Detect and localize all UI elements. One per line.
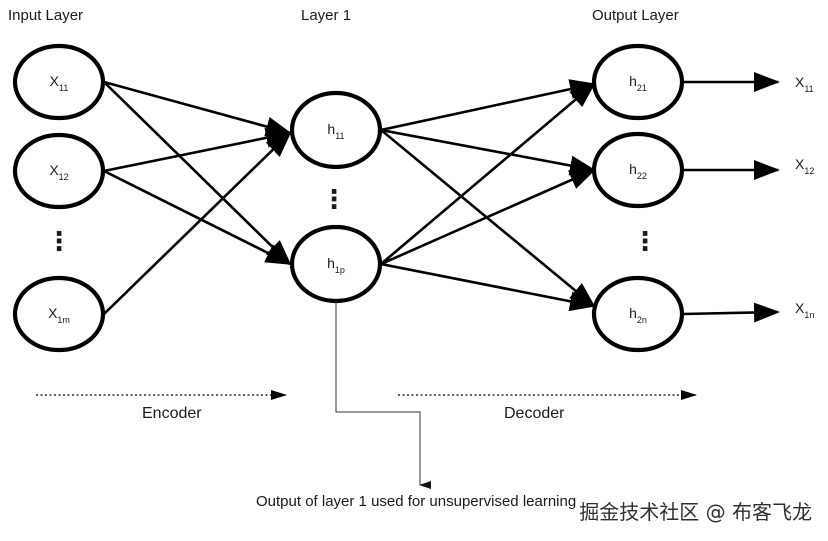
input-ellipsis: ⋮ [46, 226, 72, 256]
label-sub: 1n [804, 310, 814, 320]
input-node-x12: X12 [12, 132, 106, 210]
node-sub: 1p [335, 265, 345, 275]
node-sub: 11 [335, 131, 344, 141]
edge-x1m-h11 [103, 131, 292, 315]
output-label-x12: X12 [795, 156, 814, 176]
node-main: h [327, 121, 335, 137]
input-node-x1m: X1m [12, 275, 106, 353]
edge-x11-h1p [103, 81, 292, 266]
encoder-label: Encoder [142, 405, 202, 422]
svg-text:h2n: h2n [629, 305, 647, 325]
node-main: h [629, 305, 637, 321]
node-main: h [327, 255, 335, 271]
node-main: h [629, 161, 637, 177]
edge-h1p-h2n [380, 262, 596, 312]
edge-h2n-out [682, 302, 780, 323]
edge-h1p-h21 [380, 82, 596, 265]
output-layer-title: Output Layer [592, 7, 679, 24]
edge-x12-h11 [103, 128, 292, 173]
hidden-node-h1p: h1p [289, 224, 383, 304]
output-node-h21: h21 [591, 43, 685, 121]
label-main: X [795, 74, 805, 90]
node-main: X [49, 162, 59, 178]
node-sub: 22 [637, 171, 647, 181]
node-sub: 11 [59, 83, 68, 93]
output-node-h22: h22 [591, 131, 685, 209]
output-node-h2n: h2n [591, 275, 685, 353]
output-ellipsis: ⋮ [632, 226, 658, 256]
bottleneck-output-note: Output of layer 1 used for unsupervised … [256, 493, 577, 510]
edge-h11-h21 [380, 79, 596, 132]
input-layer-title: Input Layer [8, 7, 83, 24]
label-sub: 11 [804, 84, 813, 94]
svg-text:h11: h11 [327, 121, 344, 141]
edge-x12-h1p [103, 169, 292, 266]
input-node-x11: X11 [12, 43, 106, 121]
svg-text:X12: X12 [49, 162, 68, 182]
svg-text:X1m: X1m [48, 305, 70, 325]
node-sub: 2n [637, 315, 647, 325]
node-sub: 12 [59, 172, 69, 182]
edge-x11-h11 [103, 80, 292, 137]
bottleneck-connector [335, 301, 431, 489]
node-main: X [50, 73, 60, 89]
svg-text:h22: h22 [629, 161, 647, 181]
edge-h11-h22 [380, 128, 596, 176]
output-label-x1n: X1n [795, 300, 814, 320]
svg-text:h1p: h1p [327, 255, 345, 275]
edge-h1p-h22 [380, 168, 596, 266]
label-main: X [795, 300, 805, 316]
hidden-layer-title: Layer 1 [301, 7, 351, 24]
output-label-x11: X11 [795, 74, 814, 94]
hidden-node-h11: h11 [289, 90, 383, 170]
node-main: h [629, 73, 637, 89]
svg-text:h21: h21 [629, 73, 647, 93]
node-main: X [48, 305, 58, 321]
svg-text:X11: X11 [50, 73, 69, 93]
watermark: 掘金技术社区 @ 布客飞龙 [579, 500, 812, 524]
node-sub: 21 [637, 83, 647, 93]
node-sub: 1m [57, 315, 70, 325]
decoder-label: Decoder [504, 405, 565, 422]
hidden-ellipsis: ⋮ [321, 184, 347, 214]
label-sub: 12 [804, 166, 814, 176]
label-main: X [795, 156, 805, 172]
